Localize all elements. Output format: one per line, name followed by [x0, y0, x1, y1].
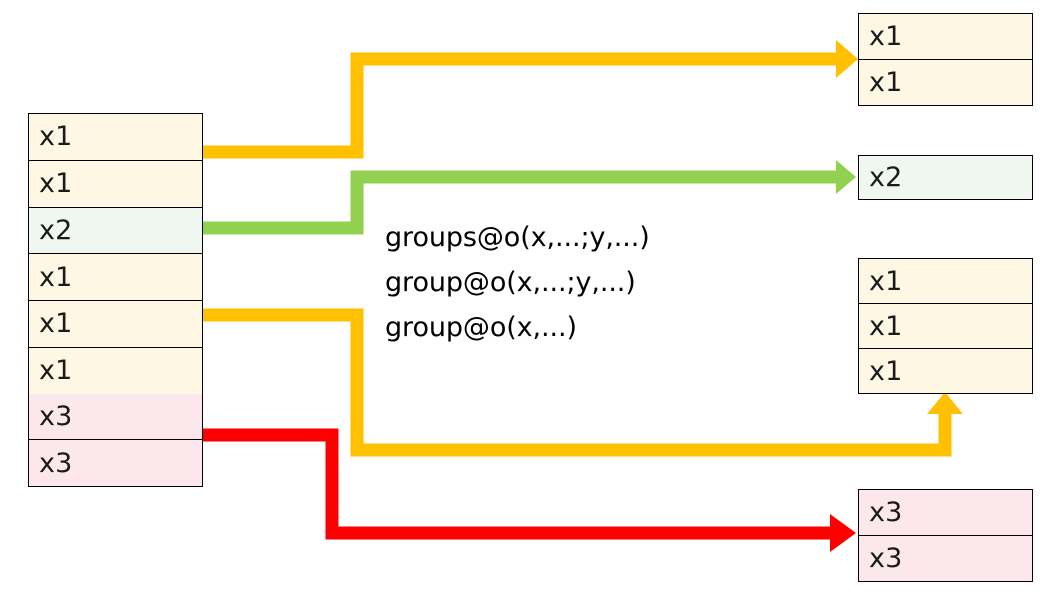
cell-label: x2 — [869, 162, 903, 193]
cell-label: x1 — [39, 261, 73, 293]
cell-label: x1 — [39, 355, 73, 387]
cell-label: x1 — [869, 21, 903, 52]
cell-label: x1 — [869, 265, 903, 297]
cell-label: x1 — [39, 121, 73, 153]
red-connector — [202, 428, 856, 552]
group-x2: x2 — [858, 155, 1033, 200]
group-x1-bottom: x1 x1 x1 — [858, 258, 1033, 394]
group-x1-top: x1 x1 — [858, 13, 1033, 106]
target-row[interactable]: x1 — [859, 60, 1032, 105]
cell-label: x1 — [39, 308, 73, 340]
cell-label: x3 — [869, 543, 903, 574]
source-row[interactable]: x2 — [29, 207, 202, 255]
operator-annotations: groups@o(x,...;y,...) group@o(x,...;y,..… — [385, 215, 805, 350]
source-row[interactable]: x1 — [29, 301, 202, 348]
cell-label: x2 — [39, 214, 73, 246]
cell-label: x1 — [39, 168, 73, 200]
cell-label: x3 — [869, 497, 903, 528]
target-row[interactable]: x1 — [859, 349, 1032, 393]
source-list: x1 x1 x2 x1 x1 x1 x3 x3 — [28, 113, 203, 487]
orange-connector-top — [202, 40, 858, 159]
cell-label: x1 — [869, 355, 903, 387]
source-row[interactable]: x1 — [29, 254, 202, 301]
source-row[interactable]: x1 — [29, 347, 202, 394]
target-row[interactable]: x3 — [859, 536, 1032, 581]
cell-label: x1 — [869, 310, 903, 342]
source-row[interactable]: x3 — [29, 440, 202, 486]
cell-label: x3 — [39, 447, 73, 479]
cell-label: x3 — [39, 400, 73, 432]
target-row[interactable]: x1 — [859, 14, 1032, 60]
source-row[interactable]: x1 — [29, 160, 202, 208]
annotation-line: groups@o(x,...;y,...) — [385, 222, 650, 253]
source-row[interactable]: x1 — [29, 114, 202, 161]
target-row[interactable]: x1 — [859, 259, 1032, 304]
annotation-line: group@o(x,...) — [385, 312, 577, 343]
annotation-line: group@o(x,...;y,...) — [385, 267, 636, 298]
source-row[interactable]: x3 — [29, 393, 202, 441]
target-row[interactable]: x1 — [859, 304, 1032, 349]
cell-label: x1 — [869, 67, 903, 98]
group-x3: x3 x3 — [858, 489, 1033, 582]
target-row[interactable]: x2 — [859, 156, 1032, 199]
target-row[interactable]: x3 — [859, 490, 1032, 536]
